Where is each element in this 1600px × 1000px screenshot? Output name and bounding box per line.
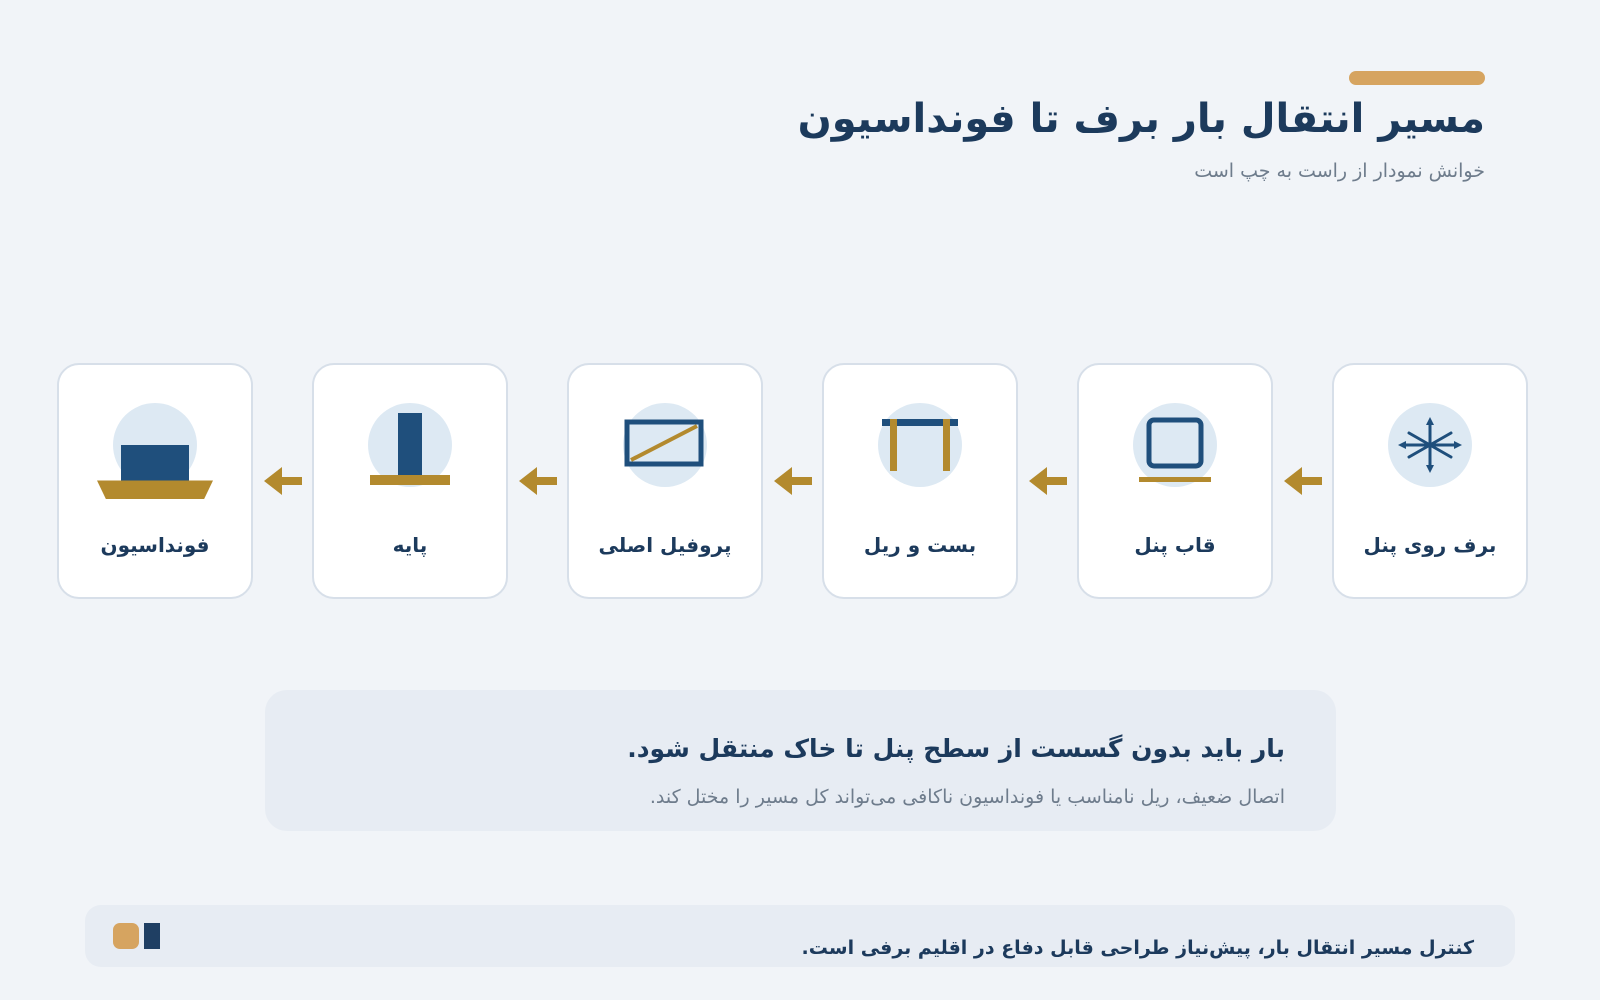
step-label: برف روی پنل [1363, 532, 1497, 557]
step-card-snow: برف روی پنل [1332, 362, 1528, 599]
step-label: پایه [392, 532, 428, 557]
step-card-panel-frame: قاب پنل [1077, 362, 1273, 599]
post-icon [340, 399, 480, 499]
step-card-clamp-rail: بست و ریل [822, 362, 1018, 599]
arrow-left-icon [508, 461, 567, 501]
key-message-body: اتصال ضعیف، ریل نامناسب یا فونداسیون ناک… [649, 786, 1285, 808]
page-title: مسیر انتقال بار برف تا فونداسیون [797, 96, 1485, 142]
snowflake-icon [1360, 399, 1500, 499]
clamp-rail-icon [850, 399, 990, 499]
step-card-post: پایه [312, 362, 508, 599]
step-card-foundation: فونداسیون [57, 362, 253, 599]
arrow-left-icon [1018, 461, 1077, 501]
arrow-left-icon [1273, 461, 1332, 501]
load-path-flow: برف روی پنل قاب پنل بست و ریل [57, 362, 1528, 599]
step-card-main-profile: پروفیل اصلی [567, 362, 763, 599]
step-label: پروفیل اصلی [598, 532, 732, 557]
foundation-icon [85, 399, 225, 499]
page-subtitle: خوانش نمودار از راست به چپ است [1194, 160, 1485, 182]
header-accent-bar [1349, 71, 1485, 85]
key-message-card: بار باید بدون گسست از سطح پنل تا خاک منت… [265, 690, 1336, 831]
footer-text: کنترل مسیر انتقال بار، پیش‌نیاز طراحی قا… [801, 937, 1474, 959]
step-label: بست و ریل [863, 532, 977, 557]
footer-logo-mark [113, 923, 139, 949]
footer-logo-bar [144, 923, 160, 949]
key-message-heading: بار باید بدون گسست از سطح پنل تا خاک منت… [627, 734, 1285, 763]
arrow-left-icon [763, 461, 822, 501]
panel-frame-icon [1105, 399, 1245, 499]
footer-bar: کنترل مسیر انتقال بار، پیش‌نیاز طراحی قا… [85, 905, 1515, 967]
step-label: قاب پنل [1134, 532, 1216, 557]
main-profile-icon [595, 399, 735, 499]
step-label: فونداسیون [100, 532, 210, 557]
arrow-left-icon [253, 461, 312, 501]
